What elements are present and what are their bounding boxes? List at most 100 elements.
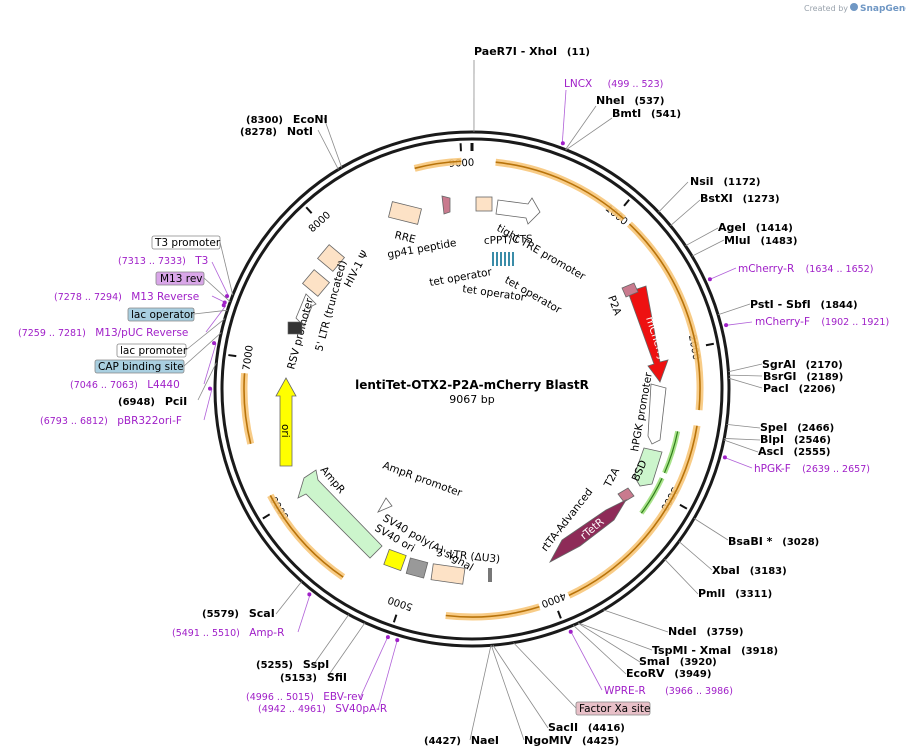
enzyme-leader [685,227,719,247]
enzyme-leader [573,624,627,675]
enzyme-label[interactable]: (5255) SspI [256,658,329,671]
feature-leader [183,332,222,367]
enzyme-leader [578,622,653,651]
bsd-arrow[interactable] [633,447,663,487]
enzyme-leader [658,181,689,213]
credit-brand: SnapGene [860,4,906,14]
factor-xa-site-box [575,701,651,716]
primer-label[interactable]: mCherry-R (1634 .. 1652) [738,263,873,275]
primer-marker [225,294,230,299]
primer-marker [722,455,727,460]
lac-promoter-label[interactable]: lac promoter [120,345,188,357]
orf-arc-line [269,494,344,578]
enzyme-leader [327,622,366,677]
feature-leader [219,241,234,296]
enzyme-label[interactable]: BlpI (2546) [760,433,831,446]
ampr-promoter-arrow [377,497,393,513]
enzyme-leader [490,645,525,741]
enzyme-leader [670,199,701,226]
primer-marker [395,638,400,643]
enzyme-leader [492,644,549,729]
enzyme-label[interactable]: AscI (2555) [758,445,831,458]
enzyme-leader [664,558,699,595]
backbone-inner-strand [220,137,724,641]
t3-promoter-label[interactable]: T3 promoter [154,237,221,249]
enzyme-label[interactable]: SgrAI (2170) [762,358,843,371]
feature-leader [203,277,231,303]
ori-arrow[interactable] [275,377,297,467]
sv40-ori-box [383,548,407,572]
enzyme-label[interactable]: (5153) SfiI [280,671,347,684]
enzyme-label[interactable]: BstXI (1273) [700,192,780,205]
m13-rev-label[interactable]: M13 rev [160,273,203,285]
enzyme-label[interactable]: SmaI (3920) [639,655,717,668]
enzyme-leader [726,423,761,429]
enzyme-label[interactable]: NheI (537) [596,94,664,107]
primer-marker [568,629,573,634]
ori-label: ori [279,424,291,438]
enzyme-label[interactable]: (5579) ScaI [202,607,275,620]
primer-label[interactable]: (7259 .. 7281) M13/pUC Reverse [18,327,188,339]
cap-binding-site-label[interactable]: CAP binding site [98,361,184,373]
enzyme-leader [323,117,343,168]
enzyme-label[interactable]: MluI (1483) [724,234,797,247]
enzyme-label[interactable]: BmtI (541) [612,107,681,120]
primer-leader [211,261,230,298]
enzyme-label[interactable]: XbaI (3183) [712,564,787,577]
primer-label[interactable]: (6793 .. 6812) pBR322ori-F [40,415,182,427]
ampr-arrow[interactable] [297,469,383,559]
enzyme-label[interactable]: NsiI (1172) [690,175,760,188]
enzyme-label[interactable]: PmlI (3311) [698,587,772,600]
primer-leader [724,321,753,326]
primer-leader [569,629,603,691]
enzyme-label[interactable]: BsaBI * (3028) [728,535,819,548]
enzyme-label[interactable]: SpeI (2466) [760,421,834,434]
lac-operator-label[interactable]: lac operator [131,309,195,321]
enzyme-label[interactable]: (4427) NaeI [424,734,499,747]
enzyme-leader [717,303,751,316]
primer-label[interactable]: (7313 .. 7333) T3 [118,255,208,267]
mcherry-arrow[interactable] [627,285,669,383]
enzyme-label[interactable]: NdeI (3759) [668,625,743,638]
primer-label[interactable]: WPRE-R (3966 .. 3986) [604,685,733,697]
enzyme-label[interactable]: (8278) NotI [240,125,313,138]
enzyme-label[interactable]: (8300) EcoNI [246,113,328,126]
primer-leader [377,638,399,711]
enzyme-labels: PaeR7I - XhoI (11) NheI (537) BmtI (541)… [118,45,858,747]
primer-label[interactable]: hPGK-F (2639 .. 2657) [754,463,870,475]
tre-promoter-arrow [495,197,541,225]
primer-label[interactable]: LNCX (499 .. 523) [564,78,663,90]
primer-label[interactable]: (7278 .. 7294) M13 Reverse [54,291,199,303]
enzyme-label[interactable]: PaeR7I - XhoI (11) [474,45,590,58]
primer-marker [307,592,312,597]
primer-leader [205,305,226,333]
enzyme-leader [603,609,669,633]
enzyme-label[interactable]: TspMI - XmaI (3918) [652,644,778,657]
factor-xa-site-label[interactable]: Factor Xa site [579,703,650,715]
primer-leader [707,267,737,281]
enzyme-leader [317,129,339,170]
primer-marker [560,141,565,146]
enzyme-leader [728,363,763,373]
enzyme-label[interactable]: AgeI (1414) [718,221,793,234]
enzyme-label[interactable]: SacII (4416) [548,721,625,734]
enzyme-leader [565,105,597,150]
enzyme-leader [678,541,713,571]
enzyme-label[interactable]: BsrGI (2189) [763,370,843,383]
cap-binding-site-box [94,359,185,374]
orf-arc-line [445,606,540,618]
primer-label[interactable]: (4942 .. 4961) SV40pA-R [258,703,387,715]
feature-leader [185,318,226,351]
primer-label[interactable]: (7046 .. 7063) L4440 [70,379,180,391]
enzyme-label[interactable]: PstI - SbfI (1844) [750,298,858,311]
primer-label[interactable]: mCherry-F (1902 .. 1921) [755,316,889,328]
primer-label[interactable]: (5491 .. 5510) Amp-R [172,627,284,639]
enzyme-label[interactable]: EcoRV (3949) [626,667,711,680]
enzyme-label[interactable]: (6948) PciI [118,395,187,408]
snapgene-logo-icon [850,3,858,11]
primer-label[interactable]: (4996 .. 5015) EBV-rev [246,691,364,703]
enzyme-label[interactable]: PacI (2206) [763,382,836,395]
orf-arc-line [568,425,698,597]
enzyme-label[interactable]: NgoMIV (4425) [524,734,619,747]
rtetr-arrow[interactable] [549,499,628,563]
